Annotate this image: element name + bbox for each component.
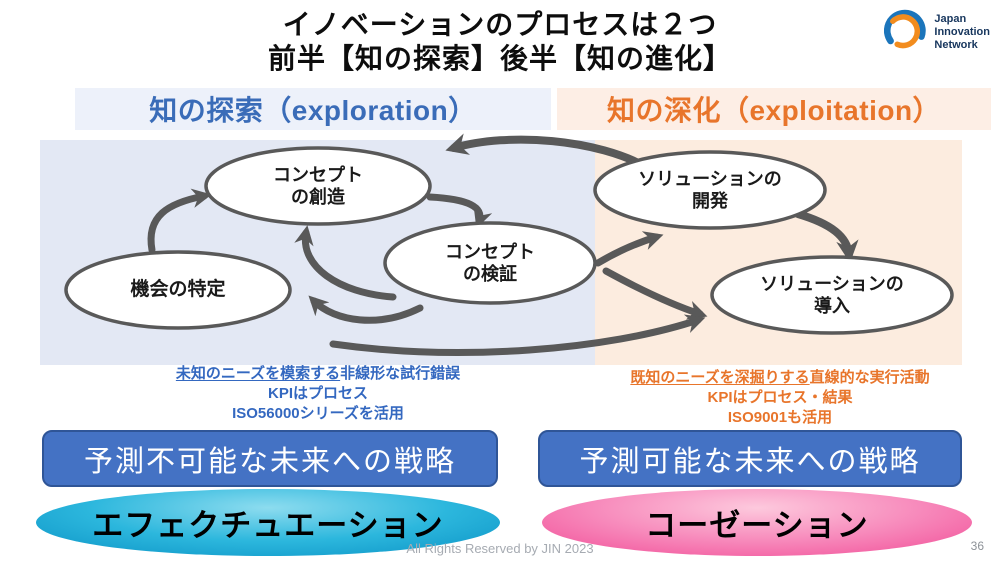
- page-title: イノベーションのプロセスは２つ 前半【知の探索】後半【知の進化】: [0, 8, 1000, 76]
- jin-globe-icon: [884, 8, 928, 57]
- exploration-note-line2: KPIはプロセス: [267, 385, 368, 402]
- node-opportunity: 機会の特定: [130, 279, 226, 300]
- effectuation-ellipse: エフェクチュエーション: [36, 489, 500, 556]
- jin-logo-line3: Network: [934, 39, 978, 51]
- node-solution-deployment: ソリューションの 導入: [712, 273, 952, 317]
- exploitation-header: 知の深化（exploitation）: [557, 88, 991, 130]
- node-solution-deployment-line2: 導入: [814, 296, 850, 316]
- exploration-notes: 未知のニーズを模索する非線形な試行錯誤 KPIはプロセス ISO56000シリー…: [40, 364, 596, 424]
- node-solution-development: ソリューションの 開発: [595, 168, 825, 212]
- jin-logo-line2: Innovation: [934, 26, 990, 38]
- exploitation-note-line3: ISO9001も活用: [727, 409, 833, 426]
- jin-logo-line1: Japan: [934, 13, 967, 25]
- predictable-future-strategy-box: 予測可能な未来への戦略: [538, 430, 962, 487]
- node-concept-validation-line1: コンセプト: [445, 242, 535, 262]
- unpredictable-future-strategy-box: 予測不可能な未来への戦略: [42, 430, 498, 487]
- exploitation-note-underlined: 既知のニーズを深掘りする: [630, 369, 810, 386]
- jin-logo-text: Japan Innovation Network: [934, 13, 990, 52]
- jin-logo: Japan Innovation Network: [884, 8, 990, 57]
- copyright-text: All Rights Reserved by JIN 2023: [406, 541, 594, 556]
- page-number: 36: [970, 539, 984, 553]
- node-concept-creation-line1: コンセプト: [273, 165, 363, 185]
- causation-ellipse: コーゼーション: [542, 489, 972, 556]
- exploration-note-underlined: 未知のニーズを模索する: [175, 365, 341, 382]
- exploration-note-line1: 未知のニーズを模索する非線形な試行錯誤: [40, 364, 596, 384]
- exploitation-note-line2: KPIはプロセス・結果: [707, 389, 853, 406]
- exploration-note-line3: ISO56000シリーズを活用: [232, 405, 404, 422]
- exploration-note-rest: 非線形な試行錯誤: [340, 365, 461, 382]
- node-concept-creation: コンセプト の創造: [206, 164, 430, 208]
- node-solution-development-line1: ソリューションの: [638, 169, 782, 189]
- exploitation-note-line1: 既知のニーズを深掘りする直線的な実行活動: [595, 368, 965, 388]
- exploration-header: 知の探索（exploration）: [75, 88, 551, 130]
- page-title-line2: 前半【知の探索】後半【知の進化】: [267, 43, 732, 74]
- node-solution-deployment-line1: ソリューションの: [760, 274, 904, 294]
- exploitation-note-rest: 直線的な実行活動: [809, 369, 930, 386]
- node-concept-validation-line2: の検証: [463, 264, 517, 284]
- page-title-line1: イノベーションのプロセスは２つ: [282, 9, 718, 40]
- exploitation-notes: 既知のニーズを深掘りする直線的な実行活動 KPIはプロセス・結果 ISO9001…: [595, 368, 965, 428]
- node-solution-development-line2: 開発: [692, 191, 728, 211]
- node-concept-creation-line2: の創造: [291, 187, 345, 207]
- node-concept-validation: コンセプト の検証: [385, 241, 595, 285]
